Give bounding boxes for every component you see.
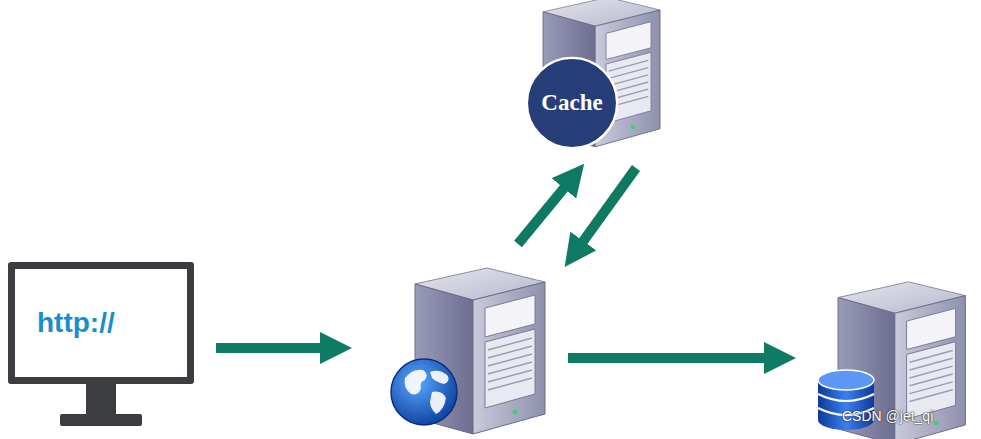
monitor-screen: http:// [8, 262, 194, 384]
globe-icon [391, 359, 457, 425]
cache-label: Cache [541, 90, 602, 116]
monitor-stand [60, 380, 142, 426]
database-server [838, 282, 965, 439]
web-server [415, 268, 545, 434]
watermark: CSDN @jet_qi [842, 408, 933, 424]
cache-circle: Cache [525, 56, 619, 150]
url-text: http:// [37, 307, 115, 339]
